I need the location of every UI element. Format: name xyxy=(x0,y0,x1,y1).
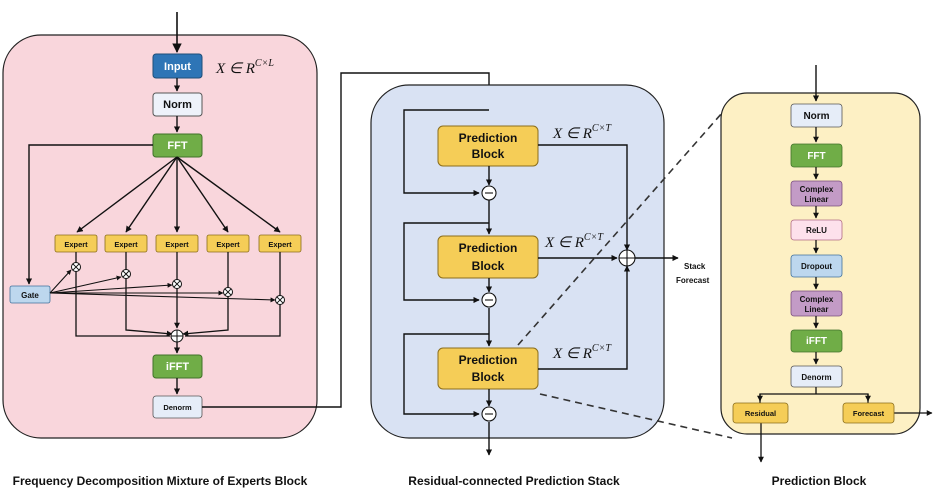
zoom-dashed-lines xyxy=(517,112,733,439)
fft-label: FFT xyxy=(167,140,187,152)
prediction-block-3-line1: Prediction xyxy=(459,353,518,367)
prediction-block-2 xyxy=(437,235,539,279)
ifft-label: iFFT xyxy=(166,361,189,373)
right-panel: Norm FFT Complex Linear ReLU Dropout Com… xyxy=(720,65,933,488)
middle-caption: Residual-connected Prediction Stack xyxy=(408,474,620,488)
block-1-dim-label: X ∈ RC×T xyxy=(552,123,612,142)
pb-residual-label: Residual xyxy=(745,409,776,418)
prediction-block-1-line1: Prediction xyxy=(459,131,518,145)
pb-complex-linear-2-line2: Linear xyxy=(804,305,828,314)
prediction-block-1-line2: Block xyxy=(472,147,505,161)
pb-relu-label: ReLU xyxy=(806,226,827,235)
multiply-icon xyxy=(71,262,81,272)
sum-icon xyxy=(170,329,184,343)
expert-label-2: Expert xyxy=(114,240,138,249)
input-dim-label: X ∈ RC×L xyxy=(215,58,274,77)
block-2-dim-label: X ∈ RC×T xyxy=(544,232,604,251)
block-3-dim-label: X ∈ RC×T xyxy=(552,343,612,362)
pb-forecast-box xyxy=(842,402,895,424)
prediction-block-3-line2: Block xyxy=(472,370,505,384)
pb-fft-label: FFT xyxy=(807,151,825,162)
multiply-icon xyxy=(121,269,131,279)
subtract-icon xyxy=(481,185,497,201)
pb-forecast-label: Forecast xyxy=(853,409,885,418)
subtract-icon xyxy=(481,406,497,422)
pb-denorm-label: Denorm xyxy=(801,373,831,382)
multiplier-nodes xyxy=(71,262,285,305)
multiply-icon xyxy=(172,279,182,289)
stack-sum-icon xyxy=(618,249,636,267)
expert-label-5: Expert xyxy=(268,240,292,249)
expert-label-4: Expert xyxy=(216,240,240,249)
pb-dropout-label: Dropout xyxy=(801,262,832,271)
expert-label-3: Expert xyxy=(165,240,189,249)
pb-complex-linear-1-line2: Linear xyxy=(804,195,828,204)
subtract-icon xyxy=(481,292,497,308)
left-panel: Input X ∈ RC×L Norm FFT Expert Expert Ex… xyxy=(2,12,318,488)
middle-panel: Prediction Block X ∈ RC×T Prediction Blo… xyxy=(370,84,710,488)
prediction-block-1 xyxy=(437,125,539,167)
pb-complex-linear-2-line1: Complex xyxy=(800,295,834,304)
pb-norm-label: Norm xyxy=(803,111,829,122)
prediction-block-2-line2: Block xyxy=(472,259,505,273)
right-caption: Prediction Block xyxy=(772,474,867,488)
left-caption: Frequency Decomposition Mixture of Exper… xyxy=(13,474,308,488)
pb-residual-box xyxy=(732,402,789,424)
stack-forecast-line2: Forecast xyxy=(676,276,710,285)
prediction-block-2-line1: Prediction xyxy=(459,241,518,255)
pb-ifft-label: iFFT xyxy=(806,336,827,347)
pb-complex-linear-1-line1: Complex xyxy=(800,185,834,194)
stack-forecast-line1: Stack xyxy=(684,262,706,271)
norm-label: Norm xyxy=(163,99,192,111)
expert-label-1: Expert xyxy=(64,240,88,249)
input-label: Input xyxy=(164,61,191,73)
gate-label: Gate xyxy=(21,291,39,300)
expert-row: Expert Expert Expert Expert Expert xyxy=(54,234,302,253)
multiply-icon xyxy=(223,287,233,297)
gate-box xyxy=(9,285,51,304)
multiply-icon xyxy=(275,295,285,305)
denorm-label: Denorm xyxy=(163,403,192,412)
